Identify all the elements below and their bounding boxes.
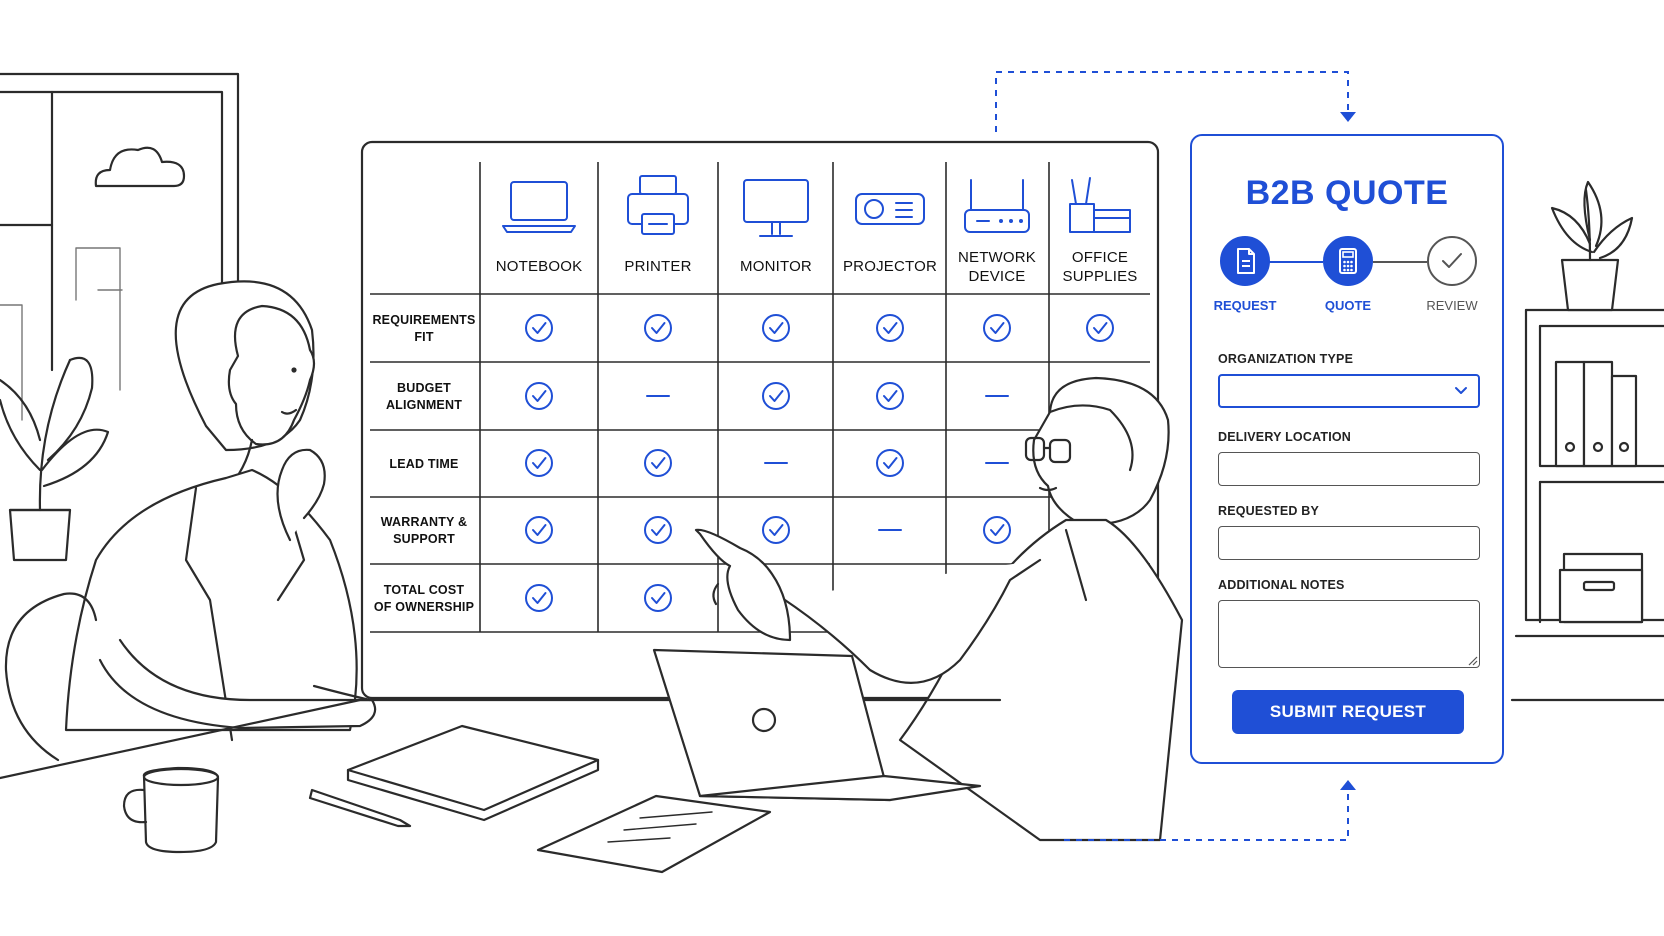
- requested-by-input[interactable]: [1218, 526, 1480, 560]
- check-mark-icon: [525, 584, 553, 612]
- submit-request-button[interactable]: SUBMIT REQUEST: [1232, 690, 1464, 734]
- step-request[interactable]: [1220, 236, 1270, 286]
- column-header-2: PRINTER: [624, 258, 691, 275]
- notebook-on-desk: [346, 724, 600, 822]
- check-mark-icon: [525, 314, 553, 342]
- delivery-location-label: DELIVERY LOCATION: [1218, 430, 1352, 444]
- coffee-mug: [122, 766, 220, 854]
- printer-icon: [627, 175, 689, 235]
- additional-notes-textarea[interactable]: [1218, 600, 1480, 668]
- flow-arrow-top: [995, 71, 1356, 132]
- stepper-connector: [1373, 261, 1427, 263]
- window-background: [0, 72, 240, 421]
- row-label-1: FIT: [414, 330, 434, 344]
- woman-figure: [64, 280, 377, 742]
- check-mark-icon: [762, 382, 790, 410]
- laptop-on-desk: [652, 648, 982, 802]
- document-icon: [1237, 248, 1255, 274]
- check-mark-icon: [762, 516, 790, 544]
- paper-sheet: [536, 794, 772, 874]
- row-label-5: TOTAL COST: [384, 583, 465, 597]
- check-mark-icon: [644, 314, 672, 342]
- step-label-quote: QUOTE: [1324, 298, 1372, 313]
- stepper-connector: [1269, 261, 1323, 263]
- left-chair: [4, 592, 98, 762]
- requested-by-label: REQUESTED BY: [1218, 504, 1320, 518]
- man-figure: [694, 376, 1184, 842]
- check-mark-icon: [876, 314, 904, 342]
- organization-type-select[interactable]: [1218, 374, 1480, 408]
- check-mark-icon: [983, 516, 1011, 544]
- check-mark-icon: [644, 516, 672, 544]
- organization-type-label: ORGANIZATION TYPE: [1218, 352, 1354, 366]
- flow-arrow-bottom: [1064, 780, 1356, 841]
- row-label-2: BUDGET: [397, 381, 451, 395]
- column-header-6: SUPPLIES: [1063, 268, 1138, 285]
- column-header-5: DEVICE: [968, 268, 1025, 285]
- check-mark-icon: [1086, 314, 1114, 342]
- column-header-3: MONITOR: [740, 258, 812, 275]
- check-mark-icon: [876, 382, 904, 410]
- step-label-request: REQUEST: [1213, 298, 1277, 313]
- pen: [308, 788, 412, 828]
- step-label-review: REVIEW: [1426, 298, 1478, 313]
- column-header-5: NETWORK: [958, 249, 1036, 266]
- office-supplies-icon: [1069, 177, 1131, 233]
- projector-icon: [855, 193, 925, 225]
- check-mark-icon: [876, 449, 904, 477]
- calculator-icon: [1339, 248, 1357, 274]
- check-mark-icon: [525, 449, 553, 477]
- row-label-5: OF OWNERSHIP: [374, 600, 474, 614]
- column-header-6: OFFICE: [1072, 249, 1128, 266]
- laptop-icon: [502, 181, 576, 233]
- bookshelf: [1514, 308, 1664, 638]
- router-icon: [964, 179, 1030, 233]
- right-plant: [1550, 180, 1634, 312]
- b2b-quote-panel: B2B QUOTE REQUEST QUOTE REVIEW ORGANIZAT…: [1190, 134, 1504, 764]
- form-title: B2B QUOTE: [1245, 174, 1449, 212]
- comparison-rows: REQUIREMENTS FIT BUDGET ALIGNMENT LEAD TIME W…: [372, 313, 1114, 614]
- resize-grip-icon[interactable]: [1468, 656, 1478, 666]
- row-label-4: WARRANTY &: [381, 515, 468, 529]
- check-mark-icon: [644, 584, 672, 612]
- delivery-location-input[interactable]: [1218, 452, 1480, 486]
- row-label-4: SUPPORT: [393, 532, 455, 546]
- cloud-icon: [94, 146, 186, 188]
- step-review[interactable]: [1427, 236, 1477, 286]
- check-mark-icon: [762, 314, 790, 342]
- column-header-4: PROJECTOR: [843, 258, 937, 275]
- check-mark-icon: [525, 516, 553, 544]
- row-label-3: LEAD TIME: [389, 457, 458, 471]
- column-headers: NOTEBOOK PRINTER MONITOR PROJECTOR NETWORK DE…: [496, 249, 1138, 285]
- monitor-icon: [743, 179, 809, 237]
- check-mark-icon: [983, 314, 1011, 342]
- check-circle-icon: [1442, 253, 1462, 268]
- row-label-2: ALIGNMENT: [386, 398, 462, 412]
- chevron-down-icon: [1455, 387, 1467, 394]
- check-mark-icon: [525, 382, 553, 410]
- additional-notes-label: ADDITIONAL NOTES: [1218, 578, 1345, 592]
- row-label-1: REQUIREMENTS: [372, 313, 475, 327]
- left-plant: [0, 356, 110, 562]
- step-quote[interactable]: [1323, 236, 1373, 286]
- column-header-1: NOTEBOOK: [496, 258, 583, 275]
- check-mark-icon: [644, 449, 672, 477]
